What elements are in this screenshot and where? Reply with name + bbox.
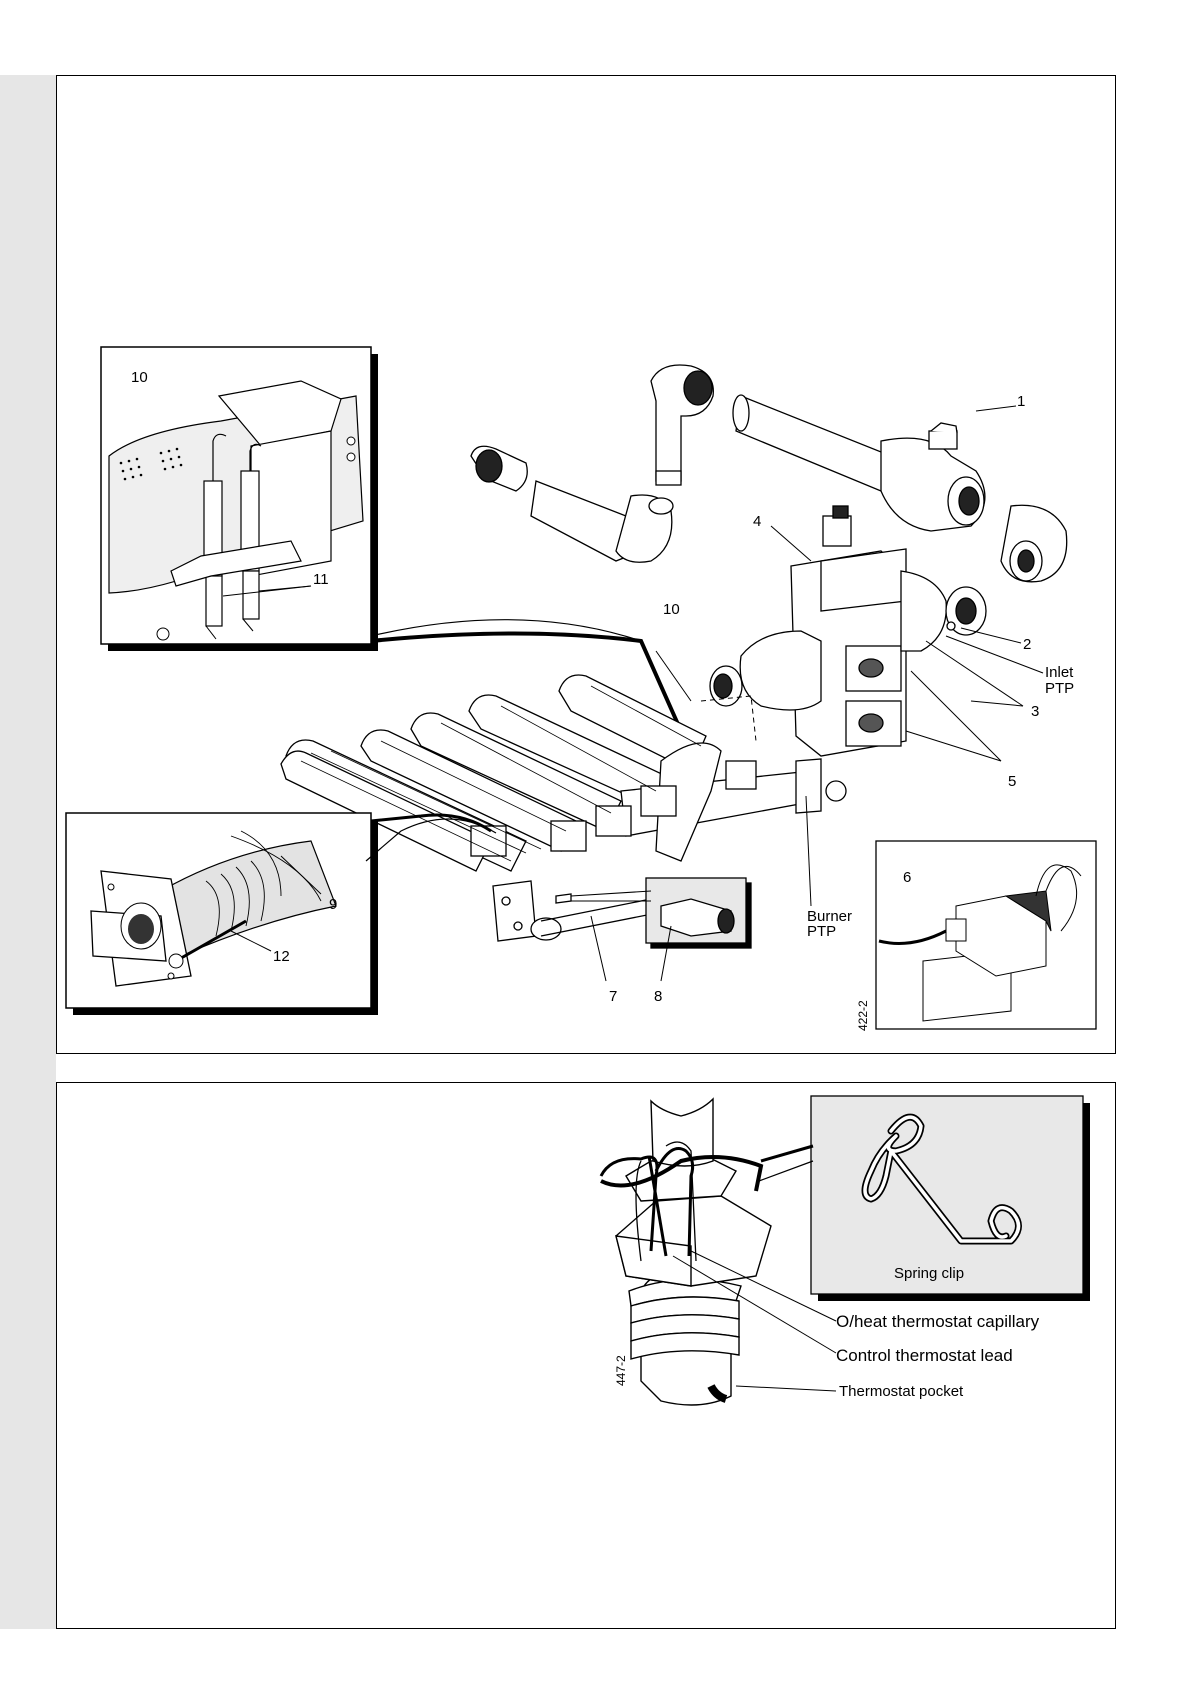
overheat-capillary-label: O/heat thermostat capillary xyxy=(836,1312,1040,1331)
page-sidebar-band xyxy=(0,75,56,1629)
callout-5: 5 xyxy=(1008,773,1016,790)
inlet-pipework xyxy=(471,365,1067,582)
spring-clip-label: Spring clip xyxy=(894,1265,964,1282)
gas-valve xyxy=(710,506,986,756)
figure-ref-422-2: 422-2 xyxy=(856,1000,870,1031)
callout-4: 4 xyxy=(753,513,761,530)
callout-11: 11 xyxy=(313,571,329,588)
burner-ptp-label-line2: PTP xyxy=(807,923,836,940)
figure-ref-447-2: 447-2 xyxy=(614,1355,628,1386)
callout-7: 7 xyxy=(609,988,617,1005)
callout-8: 8 xyxy=(654,988,662,1005)
callout-12: 12 xyxy=(273,948,290,965)
control-thermostat-lead-label: Control thermostat lead xyxy=(836,1346,1013,1365)
callout-1: 1 xyxy=(1017,393,1025,410)
inlet-ptp-label-line1: Inlet xyxy=(1045,664,1074,681)
pilot-burner-inset xyxy=(66,813,378,1015)
gas-valve-burner-diagram: 10 11 1 xyxy=(57,76,1115,1053)
callout-10-main: 10 xyxy=(663,601,680,618)
thermostat-pocket-diagram: Spring clip O/heat thermostat capillary … xyxy=(57,1083,1115,1628)
gas-valve-burner-diagram-panel: 10 11 1 xyxy=(56,75,1116,1054)
thermostat-pocket-label: Thermostat pocket xyxy=(839,1383,964,1400)
inlet-ptp-label-line2: PTP xyxy=(1045,680,1074,697)
callout-3: 3 xyxy=(1031,703,1039,720)
pilot-assembly xyxy=(493,878,751,948)
thermostat-diagram-panel: Spring clip O/heat thermostat capillary … xyxy=(56,1082,1116,1629)
callout-9: 9 xyxy=(329,896,337,913)
callout-6: 6 xyxy=(903,869,911,886)
callout-2: 2 xyxy=(1023,636,1031,653)
callout-10-inset: 10 xyxy=(131,369,148,386)
electrode-bracket-inset xyxy=(101,347,378,651)
